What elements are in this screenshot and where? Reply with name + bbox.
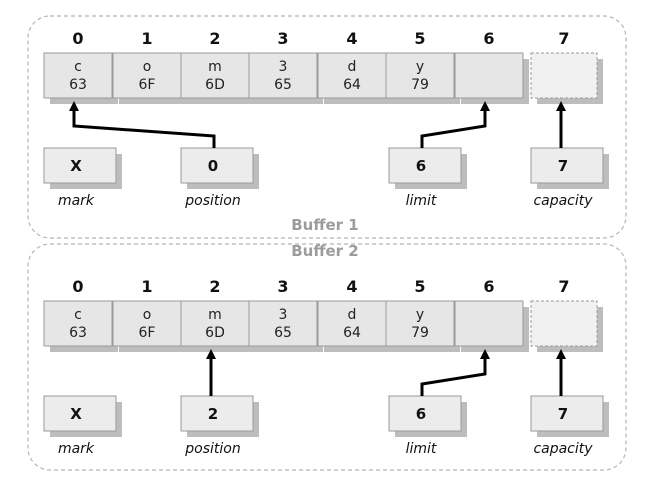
buffer-2-cell-1-hex: 6F bbox=[139, 325, 156, 341]
buffer-2-capacity-value: 7 bbox=[558, 405, 568, 423]
buffer-1-position-value: 0 bbox=[208, 157, 218, 175]
buffer-1-cell-4-hex: 64 bbox=[343, 77, 361, 93]
buffer-1-cell-2 bbox=[180, 52, 250, 99]
buffer-1-capacity-value: 7 bbox=[558, 157, 568, 175]
buffer-2-cell-3-char: 3 bbox=[279, 307, 288, 323]
buffer-2-position-value: 2 bbox=[208, 405, 218, 423]
buffer-2-cell-4 bbox=[317, 300, 387, 347]
buffer-2-index-3: 3 bbox=[277, 277, 288, 296]
buffer-1-cell-5-hex: 79 bbox=[411, 77, 429, 93]
buffer-2-cell-0 bbox=[43, 300, 113, 347]
buffer-1-index-0: 0 bbox=[72, 29, 83, 48]
buffer-1-position-box bbox=[180, 147, 254, 184]
buffer-2-index-6: 6 bbox=[483, 277, 494, 296]
buffer-2-cell-5 bbox=[385, 300, 455, 347]
buffer-2-limit-box bbox=[388, 395, 462, 432]
buffer-1-cell-5-char: y bbox=[416, 59, 424, 75]
buffer-2-cell-2-char: m bbox=[208, 307, 222, 323]
buffer-1-index-6: 6 bbox=[483, 29, 494, 48]
buffer-1-index-1: 1 bbox=[141, 29, 152, 48]
buffer-2-cell-1-char: o bbox=[143, 307, 152, 323]
buffer-1-index-5: 5 bbox=[414, 29, 425, 48]
buffer-2-cell-7 bbox=[530, 300, 598, 347]
buffer-1-cell-7 bbox=[530, 52, 598, 99]
buffer-1-name: Buffer 1 bbox=[291, 216, 359, 234]
buffer-1-cell-2-char: m bbox=[208, 59, 222, 75]
buffer-2-index-7: 7 bbox=[558, 277, 569, 296]
buffer-2-capacity-box bbox=[530, 395, 604, 432]
buffer-2-index-5: 5 bbox=[414, 277, 425, 296]
buffer-2-limit-arrow bbox=[420, 349, 490, 396]
buffer-1-index-4: 4 bbox=[346, 29, 357, 48]
buffer-2-mark-box bbox=[43, 395, 117, 432]
buffer-1-cell-0-char: c bbox=[74, 59, 82, 75]
buffer-2-cell-2-hex: 6D bbox=[205, 325, 225, 341]
buffer-2-position-label: position bbox=[184, 441, 240, 457]
buffer-1-cell-0 bbox=[43, 52, 113, 99]
buffer-1-cell-1-hex: 6F bbox=[139, 77, 156, 93]
buffer-1-position-label: position bbox=[184, 193, 240, 209]
buffer-2-index-4: 4 bbox=[346, 277, 357, 296]
buffer-2-cell-1 bbox=[112, 300, 182, 347]
buffer-1-cell-3-char: 3 bbox=[279, 59, 288, 75]
buffer-1-frame bbox=[27, 15, 627, 239]
buffer-1-position-arrow bbox=[69, 101, 216, 148]
buffer-2-cell-0-hex: 63 bbox=[69, 325, 87, 341]
buffer-2-cell-2 bbox=[180, 300, 250, 347]
buffer-2-index-2: 2 bbox=[209, 277, 220, 296]
buffer-2-cell-0-char: c bbox=[74, 307, 82, 323]
buffer-2-cell-4-char: d bbox=[348, 307, 357, 323]
buffer-1-cell-3-hex: 65 bbox=[274, 77, 292, 93]
buffer-1-cell-0-hex: 63 bbox=[69, 77, 87, 93]
buffer-1-mark-box bbox=[43, 147, 117, 184]
buffer-2-limit-value: 6 bbox=[416, 405, 426, 423]
buffer-1-limit-value: 6 bbox=[416, 157, 426, 175]
buffer-1-limit-box bbox=[388, 147, 462, 184]
buffer-1-cell-2-hex: 6D bbox=[205, 77, 225, 93]
buffer-2-position-box bbox=[180, 395, 254, 432]
buffer-2-name: Buffer 2 bbox=[291, 242, 359, 260]
buffer-1-capacity-box bbox=[530, 147, 604, 184]
buffer-2-limit-label: limit bbox=[406, 441, 437, 457]
buffer-1-cell-3 bbox=[248, 52, 318, 99]
buffer-1-limit-arrow bbox=[420, 101, 490, 148]
buffer-1-index-3: 3 bbox=[277, 29, 288, 48]
buffer-2-cell-5-char: y bbox=[416, 307, 424, 323]
buffer-2-cell-6 bbox=[454, 300, 524, 347]
buffer-1-cell-5 bbox=[385, 52, 455, 99]
buffer-2-cell-3 bbox=[248, 300, 318, 347]
buffer-1-mark-value: X bbox=[70, 157, 82, 175]
buffer-1-limit-label: limit bbox=[406, 193, 437, 209]
buffer-2-cell-5-hex: 79 bbox=[411, 325, 429, 341]
buffer-1-index-7: 7 bbox=[558, 29, 569, 48]
buffer-1-mark-label: mark bbox=[58, 193, 95, 209]
buffer-2-cell-3-hex: 65 bbox=[274, 325, 292, 341]
buffer-1-cell-4-char: d bbox=[348, 59, 357, 75]
buffer-2-cell-4-hex: 64 bbox=[343, 325, 361, 341]
buffer-1-cell-6 bbox=[454, 52, 524, 99]
buffer-2-index-1: 1 bbox=[141, 277, 152, 296]
buffer-1-capacity-label: capacity bbox=[533, 193, 593, 209]
buffer-2-index-0: 0 bbox=[72, 277, 83, 296]
buffer-2-mark-value: X bbox=[70, 405, 82, 423]
buffer-1-index-2: 2 bbox=[209, 29, 220, 48]
buffer-2-mark-label: mark bbox=[58, 441, 95, 457]
buffer-1-cell-1-char: o bbox=[143, 59, 152, 75]
buffer-2-frame bbox=[27, 243, 627, 471]
buffer-1-cell-4 bbox=[317, 52, 387, 99]
buffer-2-capacity-label: capacity bbox=[533, 441, 593, 457]
